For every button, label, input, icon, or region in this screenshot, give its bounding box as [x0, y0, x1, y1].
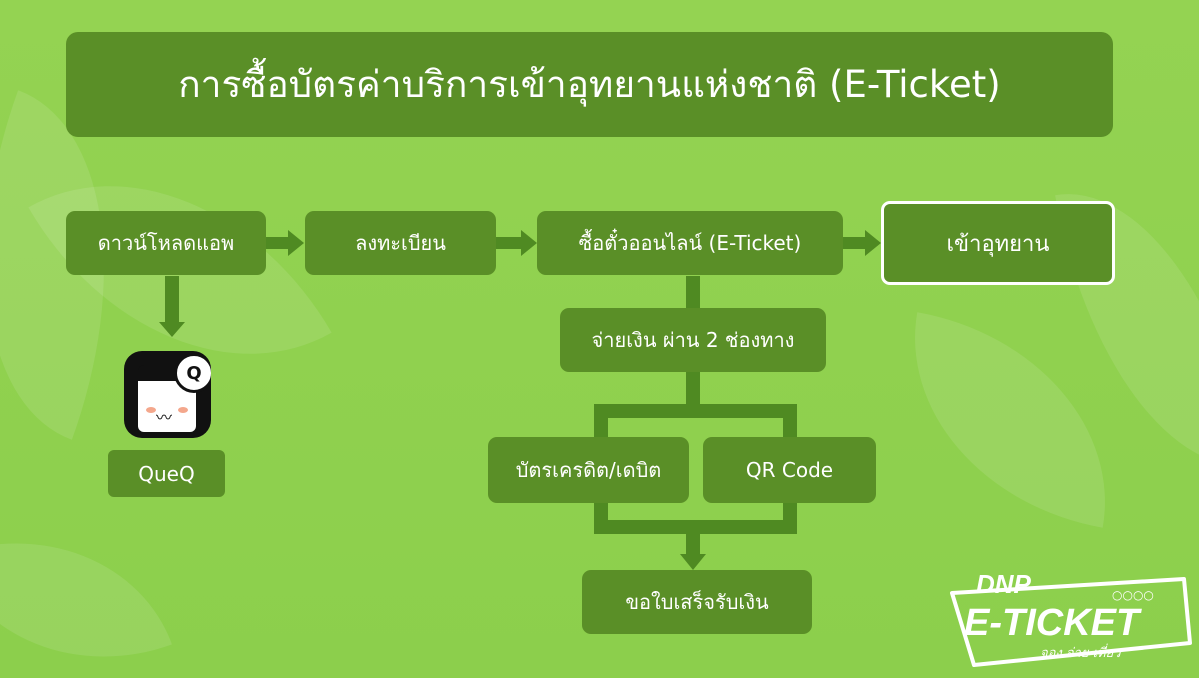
- step-enter-park: เข้าอุทยาน: [881, 201, 1115, 285]
- arrow-buy-enter-shaft: [843, 237, 865, 249]
- connector-pay-split: [686, 372, 700, 406]
- logo-tagline: จอง จ่าย เที่ยว: [1040, 643, 1121, 661]
- payment-option-card: บัตรเครดิต/เดบิต: [488, 437, 689, 503]
- app-name-label: QueQ: [108, 450, 225, 497]
- step-payment: จ่ายเงิน ผ่าน 2 ช่องทาง: [560, 308, 826, 372]
- logo-line1: DNP: [976, 569, 1032, 599]
- arrow-buy-enter-head: [865, 230, 881, 256]
- logo-line2: E-TICKET: [964, 602, 1142, 644]
- app-icon-mustache: 〰: [156, 408, 173, 427]
- arrow-merge-receipt-shaft: [686, 520, 700, 555]
- connector-buy-pay: [686, 276, 700, 310]
- step-download-app: ดาวน์โหลดแอพ: [66, 211, 266, 275]
- connector-split-right: [783, 404, 797, 438]
- payment-option-qr: QR Code: [703, 437, 876, 503]
- app-icon-blush-right: [178, 407, 188, 413]
- arrow-register-buy-shaft: [496, 237, 522, 249]
- arrow-download-app-head: [159, 322, 185, 337]
- logo-dots: ○○○○: [1112, 588, 1154, 602]
- arrow-download-register-head: [288, 230, 304, 256]
- arrow-download-register-shaft: [266, 237, 288, 249]
- page-title: การซื้อบัตรค่าบริการเข้าอุทยานแห่งชาติ (…: [66, 32, 1113, 137]
- dnp-eticket-logo: DNP ○○○○ E-TICKET จอง จ่าย เที่ยว: [944, 565, 1194, 675]
- logo-ticket-outline: DNP ○○○○ E-TICKET จอง จ่าย เที่ยว: [950, 569, 1192, 667]
- step-receipt: ขอใบเสร็จรับเงิน: [582, 570, 812, 634]
- arrow-download-app-shaft: [165, 276, 179, 324]
- arrow-register-buy-head: [521, 230, 537, 256]
- arrow-merge-receipt-head: [680, 554, 706, 570]
- connector-split-left: [594, 404, 608, 438]
- connector-split-bar: [594, 404, 797, 418]
- queq-app-icon: 〰 Q: [124, 351, 211, 438]
- step-register: ลงทะเบียน: [305, 211, 496, 275]
- app-icon-blush-left: [146, 407, 156, 413]
- app-icon-speech-bubble: Q: [174, 353, 211, 393]
- step-buy-ticket: ซื้อตั๋วออนไลน์ (E-Ticket): [537, 211, 843, 275]
